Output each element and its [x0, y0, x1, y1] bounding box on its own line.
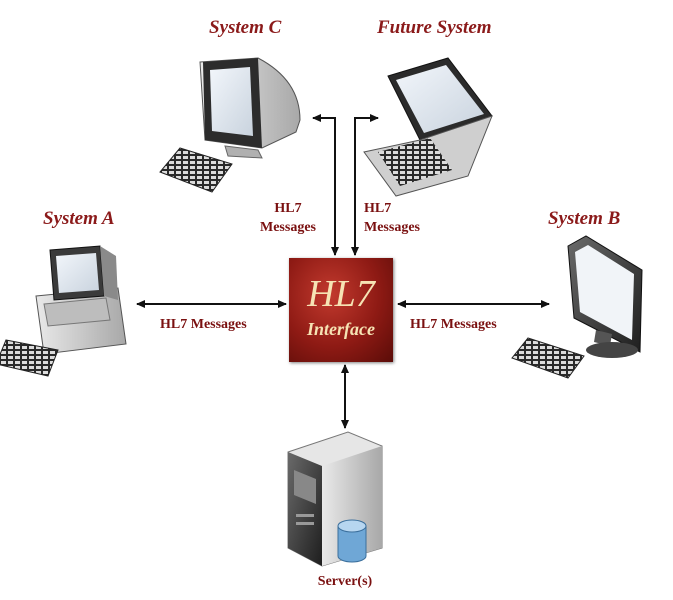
message-label-top-left-line2: Messages	[260, 220, 316, 235]
message-label-top-right-line1: HL7	[364, 201, 392, 216]
system-b-title: System B	[548, 208, 621, 229]
message-label-top-left: HL7 Messages	[248, 199, 328, 237]
message-label-top-right: HL7 Messages	[364, 199, 420, 237]
system-c-title: System C	[209, 17, 282, 38]
arrow-future-system-hub	[351, 114, 379, 256]
hub-subtitle: Interface	[307, 319, 375, 339]
message-label-left: HL7 Messages	[160, 317, 247, 332]
laptop-icon	[363, 57, 493, 197]
desktop-tower-icon	[0, 245, 127, 377]
server-label: Server(s)	[317, 574, 373, 589]
crt-monitor-icon	[159, 57, 301, 193]
message-label-top-right-line2: Messages	[364, 220, 420, 235]
system-a-title: System A	[43, 208, 115, 229]
database-cylinder-icon	[337, 519, 367, 563]
message-label-top-left-line1: HL7	[274, 201, 302, 216]
server-tower-icon	[287, 431, 383, 567]
flat-monitor-icon	[511, 235, 643, 379]
hl7-interface-hub: HL7 Interface	[289, 258, 393, 362]
hub-title: HL7	[307, 273, 375, 315]
arrow-system-c-hub	[312, 114, 339, 256]
future-system-title: Future System	[377, 17, 492, 38]
message-label-right: HL7 Messages	[410, 317, 497, 332]
